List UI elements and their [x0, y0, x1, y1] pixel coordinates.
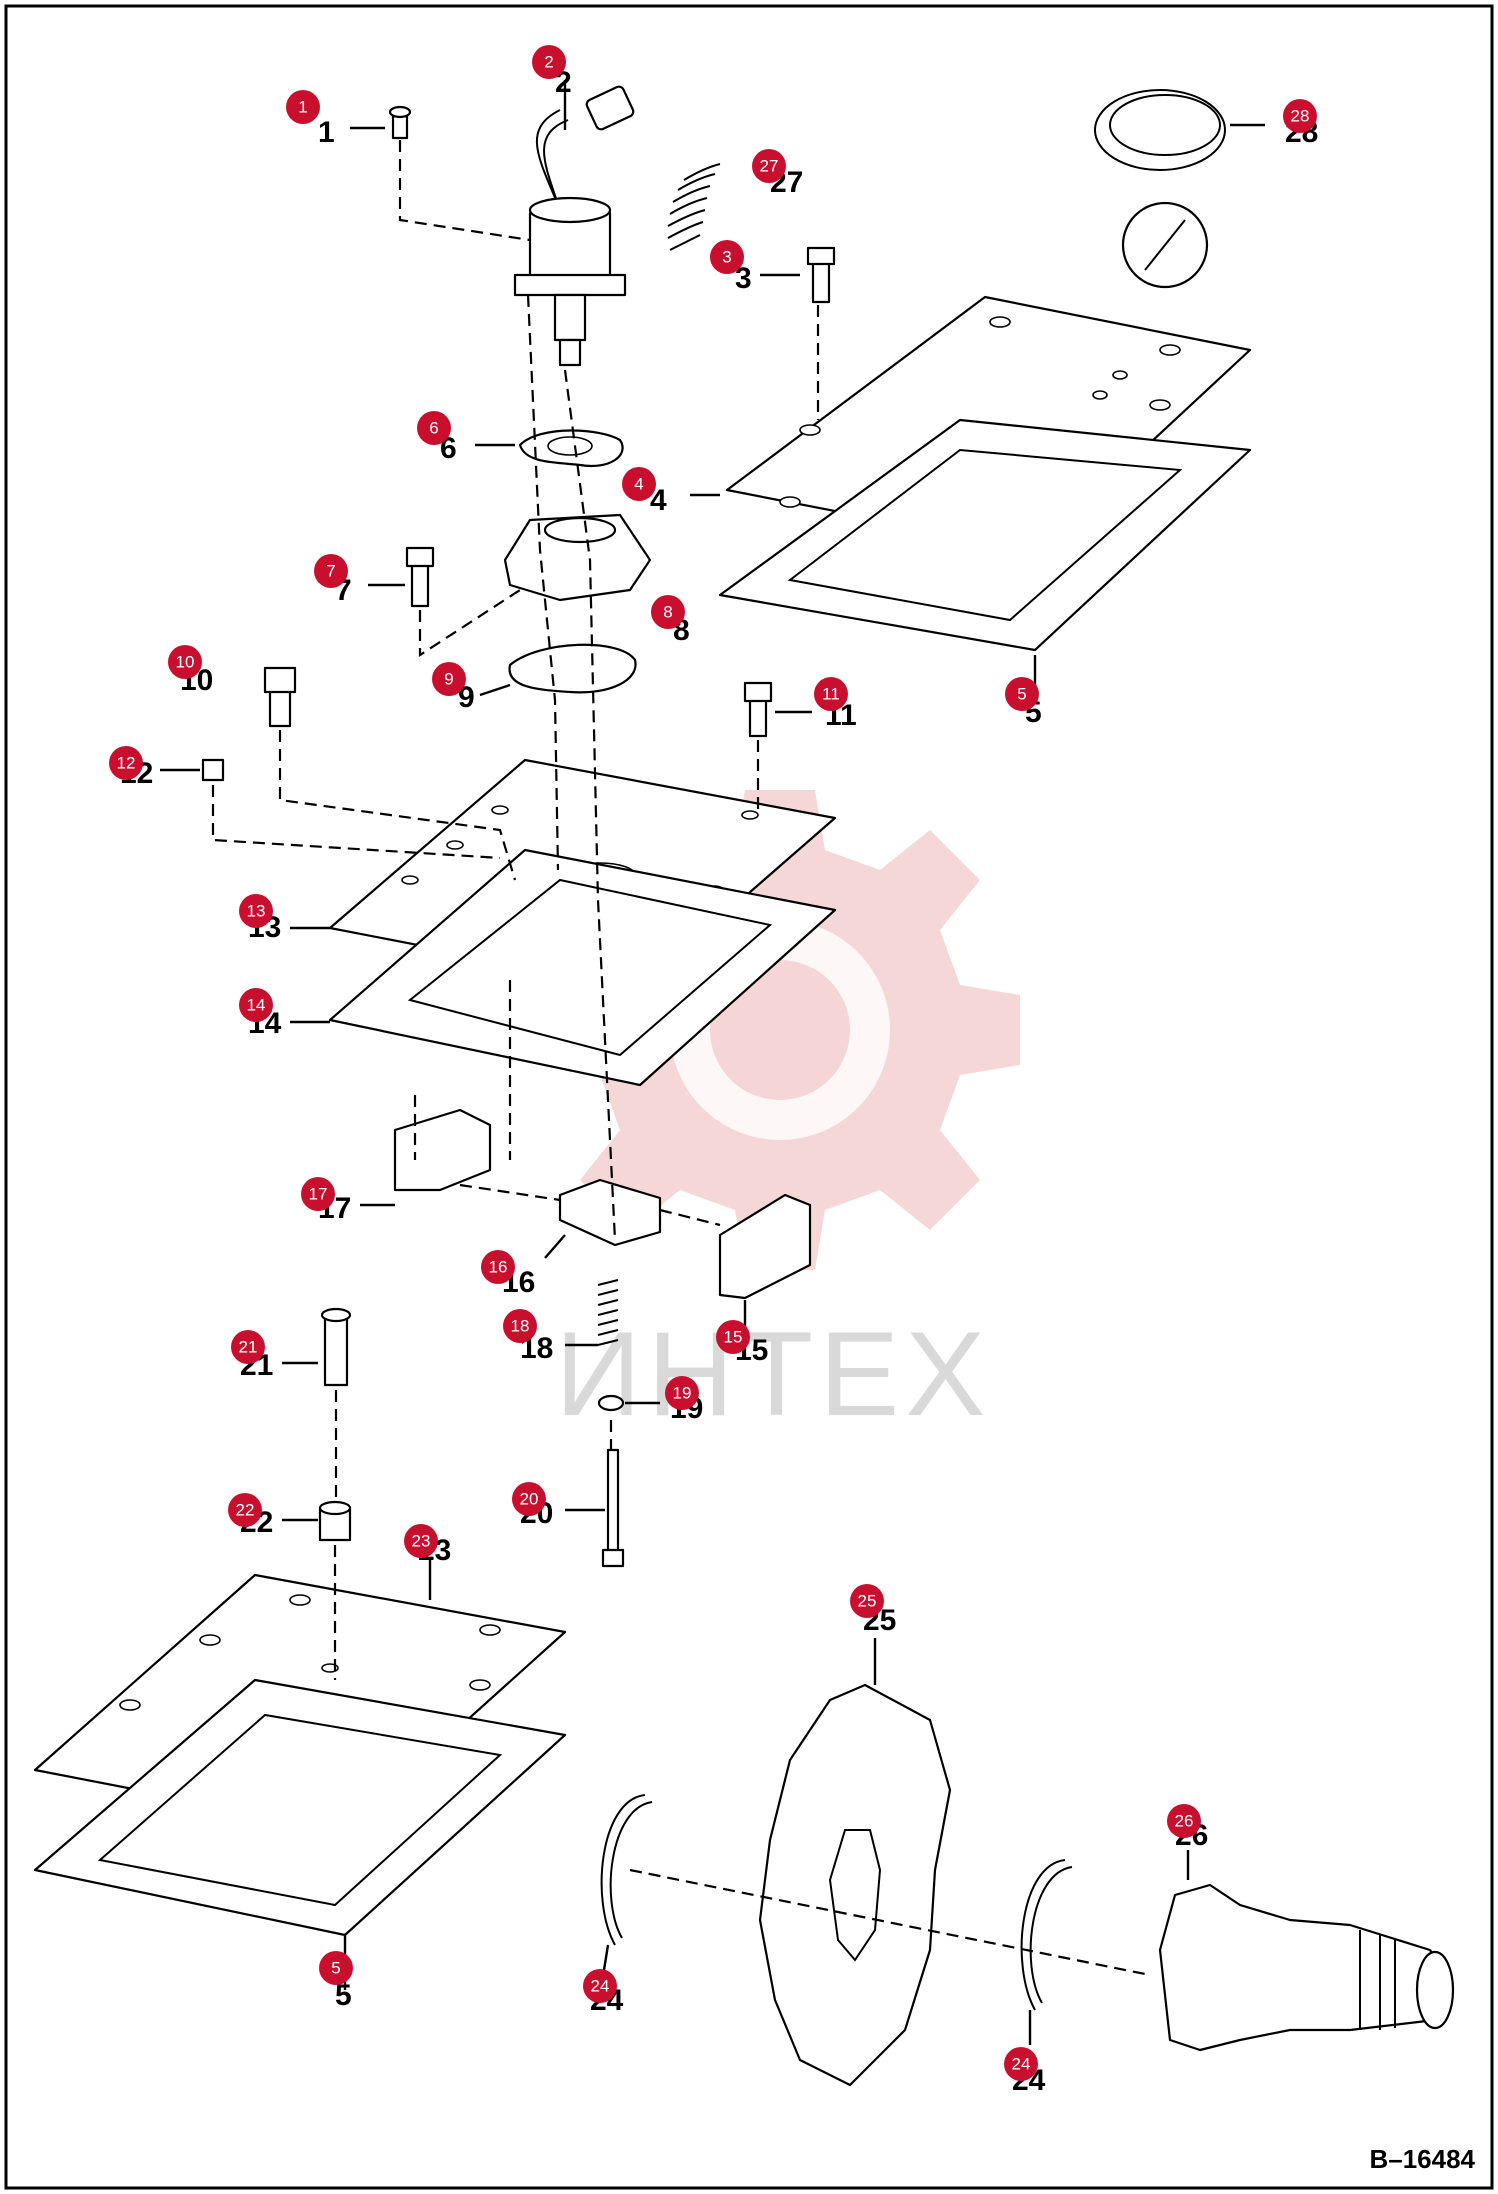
svg-text:12: 12 — [117, 754, 136, 773]
svg-text:10: 10 — [176, 653, 195, 672]
callout-24-right[interactable]: 24 — [1004, 2047, 1038, 2081]
callout-16[interactable]: 16 — [481, 1250, 515, 1284]
svg-text:14: 14 — [247, 996, 266, 1015]
callout-27[interactable]: 27 — [752, 149, 786, 183]
callout-23[interactable]: 23 — [404, 1524, 438, 1558]
svg-text:1: 1 — [298, 98, 307, 117]
callout-1[interactable]: 1 — [286, 90, 320, 124]
part-28-harness-coil — [1094, 89, 1226, 289]
callout-28[interactable]: 28 — [1283, 99, 1317, 133]
part-5-gasket-lower — [33, 1678, 567, 1937]
svg-text:24: 24 — [1012, 2055, 1031, 2074]
svg-text:5: 5 — [1017, 685, 1026, 704]
svg-text:21: 21 — [239, 1338, 258, 1357]
part-15-block — [718, 1193, 812, 1300]
svg-text:5: 5 — [331, 1959, 340, 1978]
callout-18[interactable]: 18 — [503, 1309, 537, 1343]
part-6-gasket — [518, 429, 624, 468]
callout-10[interactable]: 10 — [168, 645, 202, 679]
callout-20[interactable]: 20 — [512, 1482, 546, 1516]
callout-5-lower[interactable]: 5 — [319, 1951, 353, 1985]
svg-text:3: 3 — [735, 262, 752, 295]
svg-text:25: 25 — [858, 1592, 877, 1611]
svg-text:24: 24 — [591, 1977, 610, 1996]
svg-text:27: 27 — [760, 157, 779, 176]
callout-22[interactable]: 22 — [228, 1493, 262, 1527]
svg-text:5: 5 — [335, 1979, 352, 2012]
callout-24-left[interactable]: 24 — [583, 1969, 617, 2003]
callout-12[interactable]: 12 — [109, 746, 143, 780]
callout-17[interactable]: 17 — [301, 1177, 335, 1211]
callouts: 1 2 3 4 5 5 6 7 8 9 10 11 12 13 14 15 16… — [109, 45, 1317, 2081]
svg-text:3: 3 — [722, 248, 731, 267]
callout-11[interactable]: 11 — [814, 677, 848, 711]
part-7-bolt — [405, 546, 435, 608]
part-27-spring — [667, 163, 721, 251]
callout-25[interactable]: 25 — [850, 1584, 884, 1618]
callout-9[interactable]: 9 — [432, 662, 466, 696]
svg-text:11: 11 — [822, 685, 840, 704]
part-16-spool — [558, 1178, 662, 1247]
callout-21[interactable]: 21 — [231, 1330, 265, 1364]
part-24-snap-ring-left — [600, 1794, 653, 1946]
part-11-bolt — [743, 681, 773, 738]
part-20-rod — [601, 1448, 625, 1568]
part-1-screw — [388, 105, 412, 140]
svg-text:28: 28 — [1291, 107, 1310, 126]
drawing-reference-number: B–16484 — [1369, 2144, 1475, 2174]
callout-13[interactable]: 13 — [239, 894, 273, 928]
part-5-gasket — [718, 418, 1252, 652]
svg-text:26: 26 — [1175, 1812, 1194, 1831]
part-12-nut — [201, 758, 225, 782]
part-3-bolt — [806, 246, 836, 304]
svg-text:13: 13 — [247, 902, 266, 921]
part-18-spring — [597, 1279, 619, 1346]
callout-2[interactable]: 2 — [532, 45, 566, 79]
part-2-solenoid — [513, 85, 635, 367]
part-24-snap-ring-right — [1020, 1859, 1073, 2011]
callout-3[interactable]: 3 — [710, 240, 744, 274]
callout-5-upper[interactable]: 5 — [1005, 677, 1039, 711]
callout-14[interactable]: 14 — [239, 988, 273, 1022]
callout-7[interactable]: 7 — [314, 554, 348, 588]
svg-text:19: 19 — [673, 1384, 692, 1403]
part-8-valve-housing — [503, 513, 652, 602]
svg-text:6: 6 — [429, 419, 438, 438]
svg-text:15: 15 — [724, 1328, 743, 1347]
part-25-disc — [758, 1683, 952, 2087]
svg-text:9: 9 — [444, 670, 453, 689]
part-19-washer — [597, 1394, 625, 1412]
part-10-bolt — [263, 666, 297, 728]
callout-15[interactable]: 15 — [716, 1320, 750, 1354]
drawing-frame — [4, 4, 1494, 2190]
part-9-gasket — [508, 643, 637, 694]
svg-text:2: 2 — [544, 53, 553, 72]
part-26-sprocket-shaft — [1158, 1883, 1455, 2052]
svg-text:4: 4 — [634, 475, 643, 494]
svg-text:22: 22 — [236, 1501, 255, 1520]
svg-text:7: 7 — [326, 562, 335, 581]
svg-text:1: 1 — [318, 116, 335, 149]
part-22-bushing — [318, 1500, 352, 1542]
part-21-pin — [320, 1307, 352, 1387]
part-17-block — [393, 1108, 492, 1192]
svg-text:8: 8 — [663, 603, 672, 622]
callout-19[interactable]: 19 — [665, 1376, 699, 1410]
watermark-text: ИНТЕХ — [555, 1307, 991, 1441]
leader-lines — [160, 80, 1265, 2045]
svg-text:23: 23 — [412, 1532, 431, 1551]
callout-6[interactable]: 6 — [417, 411, 451, 445]
callout-4[interactable]: 4 — [622, 467, 656, 501]
svg-text:20: 20 — [520, 1490, 539, 1509]
svg-text:4: 4 — [650, 484, 667, 517]
part-14-gasket — [328, 848, 837, 1087]
svg-text:17: 17 — [309, 1185, 328, 1204]
alignment-lines — [211, 140, 1151, 1977]
callout-8[interactable]: 8 — [651, 595, 685, 629]
svg-text:18: 18 — [511, 1317, 530, 1336]
svg-text:16: 16 — [489, 1258, 508, 1277]
callout-26[interactable]: 26 — [1167, 1804, 1201, 1838]
